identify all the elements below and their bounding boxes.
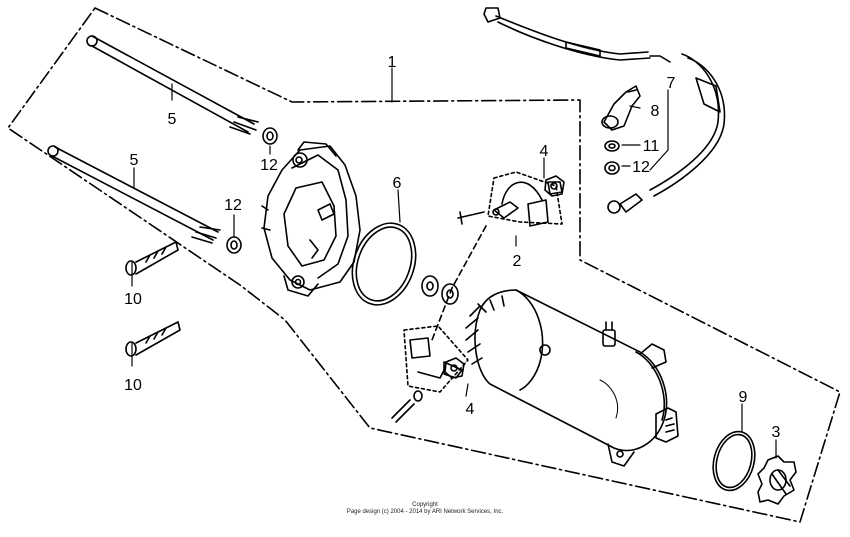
o-ring-6 xyxy=(351,222,417,306)
callout-2: 2 xyxy=(513,253,522,270)
callout-10-upper: 10 xyxy=(124,291,142,308)
washer-12-right xyxy=(604,161,620,175)
leader-lines xyxy=(131,67,777,459)
brush-holder-2-lower xyxy=(391,325,469,423)
callout-11: 11 xyxy=(643,138,660,155)
callout-9: 9 xyxy=(739,389,748,406)
o-ring-9 xyxy=(712,430,756,492)
nut-11 xyxy=(604,140,620,152)
copyright-line-2: Page design (c) 2004 - 2014 by ARI Netwo… xyxy=(346,509,504,515)
brush-holder-2-upper xyxy=(457,171,563,227)
callout-5-lower: 5 xyxy=(130,152,139,169)
shims xyxy=(421,275,459,305)
bolt-5-lower xyxy=(47,145,221,244)
callout-3: 3 xyxy=(772,424,781,441)
callout-7: 7 xyxy=(667,75,676,92)
callout-4-lower: 4 xyxy=(466,401,475,418)
assembly-boundary xyxy=(7,7,841,523)
cable-7 xyxy=(483,7,726,214)
callout-12-upper: 12 xyxy=(260,157,278,174)
terminal-boot-8 xyxy=(601,85,641,131)
washer-12-upper xyxy=(262,127,278,145)
copyright-line-1: Copyright xyxy=(412,502,438,508)
screw-10-lower xyxy=(125,321,181,357)
nut-4-upper xyxy=(544,175,565,197)
rear-cover xyxy=(261,141,361,297)
callout-6: 6 xyxy=(393,175,402,192)
starter-motor xyxy=(465,289,679,467)
callout-1: 1 xyxy=(388,54,397,71)
callout-5-upper: 5 xyxy=(168,111,177,128)
callout-8: 8 xyxy=(651,103,660,120)
screw-10-upper xyxy=(125,241,179,276)
callout-12-lower: 12 xyxy=(224,197,242,214)
callout-10-lower: 10 xyxy=(124,377,142,394)
bolt-5-upper xyxy=(86,35,259,135)
callout-12-right: 12 xyxy=(632,159,650,176)
washer-12-lower xyxy=(226,236,242,254)
leader-2 xyxy=(431,225,487,341)
gear-3 xyxy=(757,455,797,505)
callout-4-upper: 4 xyxy=(540,143,549,160)
nut-4-lower xyxy=(444,357,465,379)
